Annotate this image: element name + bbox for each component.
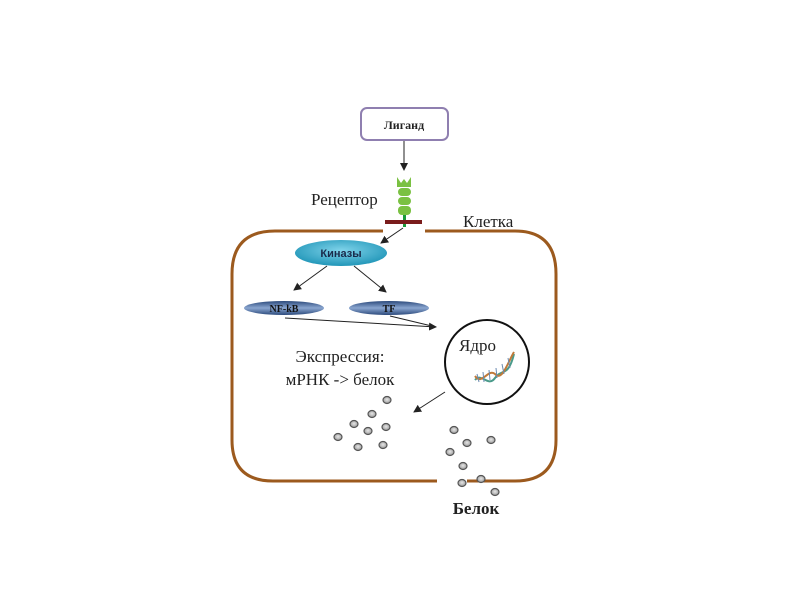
protein-dot: [382, 395, 392, 405]
protein-dot: [486, 435, 496, 445]
nucleus: Ядро: [444, 319, 530, 405]
dna-icon: [474, 351, 515, 383]
tf-to-nucleus-arrow: [389, 315, 437, 328]
nucleus-label: Ядро: [459, 336, 496, 355]
kinase-to-nfkb-arrow: [293, 265, 328, 291]
protein-dot: [449, 425, 459, 435]
expression-line1: Экспрессия:: [296, 347, 385, 366]
protein-cluster-inside: [333, 395, 392, 452]
protein-dot: [490, 487, 500, 497]
nfkb-node: NF-kB: [244, 301, 324, 315]
protein-dot: [381, 422, 391, 432]
protein-dot: [349, 419, 359, 429]
protein-dot: [457, 478, 467, 488]
receptor-label: Рецептор: [311, 190, 378, 209]
kinases-node: Киназы: [295, 240, 387, 266]
expression-line2: мРНК -> белок: [286, 370, 396, 389]
nfkb-to-nucleus-arrow: [284, 317, 437, 331]
cell-label: Клетка: [463, 212, 514, 231]
tf-node: TF: [349, 301, 429, 315]
protein-dot: [462, 438, 472, 448]
protein-dot: [445, 447, 455, 457]
protein-dot: [476, 474, 486, 484]
nfkb-label: NF-kB: [270, 304, 299, 315]
receptor-icon: [385, 177, 422, 227]
protein-dot: [363, 426, 373, 436]
receptor-to-kinase-arrow: [380, 227, 404, 244]
nucleus-to-protein-arrow: [413, 391, 446, 413]
tf-label: TF: [383, 304, 396, 315]
kinases-label: Киназы: [320, 248, 361, 260]
cell-membrane: [230, 229, 558, 483]
protein-dot: [353, 442, 363, 452]
protein-label: Белок: [453, 499, 500, 518]
kinase-to-tf-arrow: [353, 265, 387, 293]
protein-dot: [333, 432, 343, 442]
ligand-box: Лиганд: [360, 107, 449, 141]
protein-dot: [367, 409, 377, 419]
protein-dot: [458, 461, 468, 471]
protein-cluster-secreted: [445, 425, 500, 497]
protein-dot: [378, 440, 388, 450]
ligand-label: Лиганд: [384, 118, 424, 132]
